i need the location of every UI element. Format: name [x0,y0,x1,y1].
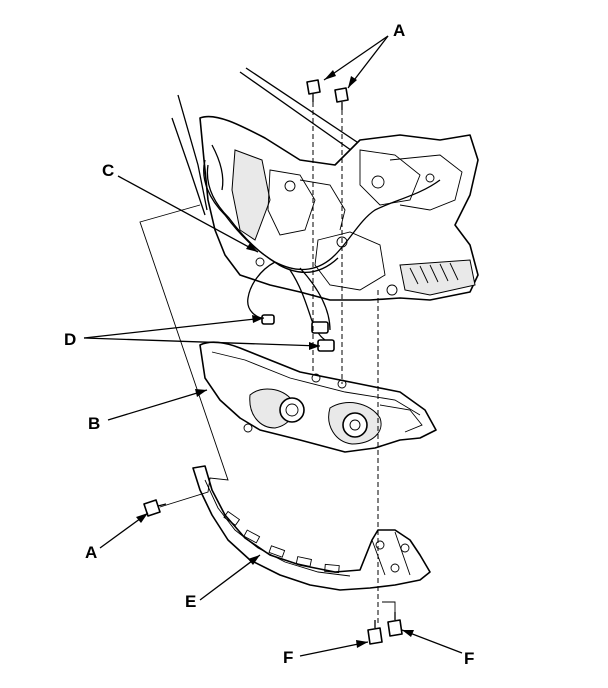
callout-a-top: A [393,21,405,40]
vehicle-front-structure [171,67,479,301]
callout-c: C [102,161,114,180]
callout-f-right: F [464,649,474,668]
bolt-icon [387,612,403,637]
bolt-icon [334,87,349,110]
callout-b: B [88,414,100,433]
bolt-icon [367,620,383,645]
headlight-assembly [199,341,437,453]
bolt-icon [306,79,321,102]
lower-bracket [192,465,431,591]
leader-lines [83,35,463,657]
callout-a-left: A [85,543,97,562]
alignment-lines [139,102,396,625]
bolt-icon [143,499,167,517]
callout-f-left: F [283,648,293,667]
callout-e: E [185,592,196,611]
callout-d: D [64,330,76,349]
